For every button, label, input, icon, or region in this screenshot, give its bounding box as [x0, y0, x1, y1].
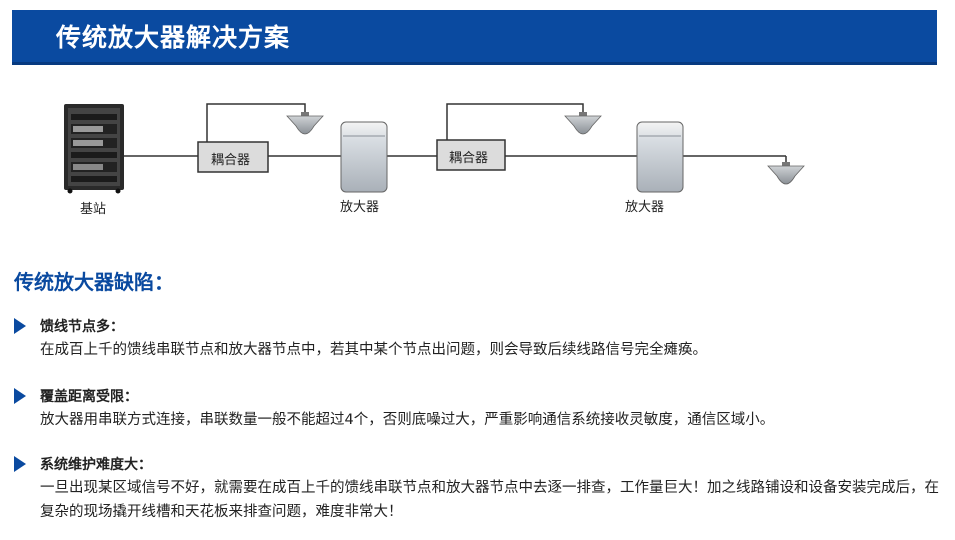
defect-heading: 覆盖距离受限： [40, 389, 138, 405]
coupler-1-label: 耦合器 [211, 153, 251, 168]
coupler-2-box [436, 139, 506, 171]
coupler-2-label: 耦合器 [449, 151, 489, 166]
amplifier-1-label: 放大器 [340, 200, 380, 215]
ceiling-antenna-3-icon [767, 162, 805, 185]
ceiling-antenna-1-icon [286, 112, 324, 135]
defect-text: 放大器用串联方式连接，串联数量一般不能超过4个，否则底噪过大，严重影响通信系统接… [40, 412, 775, 428]
coupler-1-box [197, 141, 269, 173]
defect-heading: 馈线节点多： [40, 319, 124, 335]
defect-text: 一旦出现某区域信号不好，就需要在成百上千的馈线串联节点和放大器节点中去逐一排查，… [40, 480, 939, 520]
amplifier-2-icon [636, 121, 684, 193]
diagram-canvas [64, 103, 805, 194]
defect-text: 在成百上千的馈线串联节点和放大器节点中，若其中某个节点出问题，则会导致后续线路信… [40, 342, 707, 358]
base-station-icon [64, 104, 124, 194]
base-station-label: 基站 [80, 202, 107, 217]
ceiling-antenna-2-icon [564, 112, 602, 135]
amplifier-2-label: 放大器 [625, 200, 665, 215]
amplifier-1-icon [340, 121, 388, 193]
amplifier-diagram: 基站 耦合器 耦合器 放大器 放大器 [0, 90, 955, 230]
bullet-triangle-icon [14, 456, 26, 472]
branch-line-2 [446, 103, 584, 140]
title-bar: 传统放大器解决方案 [12, 10, 937, 65]
bullet-triangle-icon [14, 318, 26, 334]
section-title: 传统放大器缺陷： [14, 270, 174, 294]
defect-heading: 系统维护难度大： [40, 457, 152, 473]
branch-line-1 [206, 103, 306, 142]
page-title: 传统放大器解决方案 [56, 23, 291, 52]
bullet-triangle-icon [14, 388, 26, 404]
